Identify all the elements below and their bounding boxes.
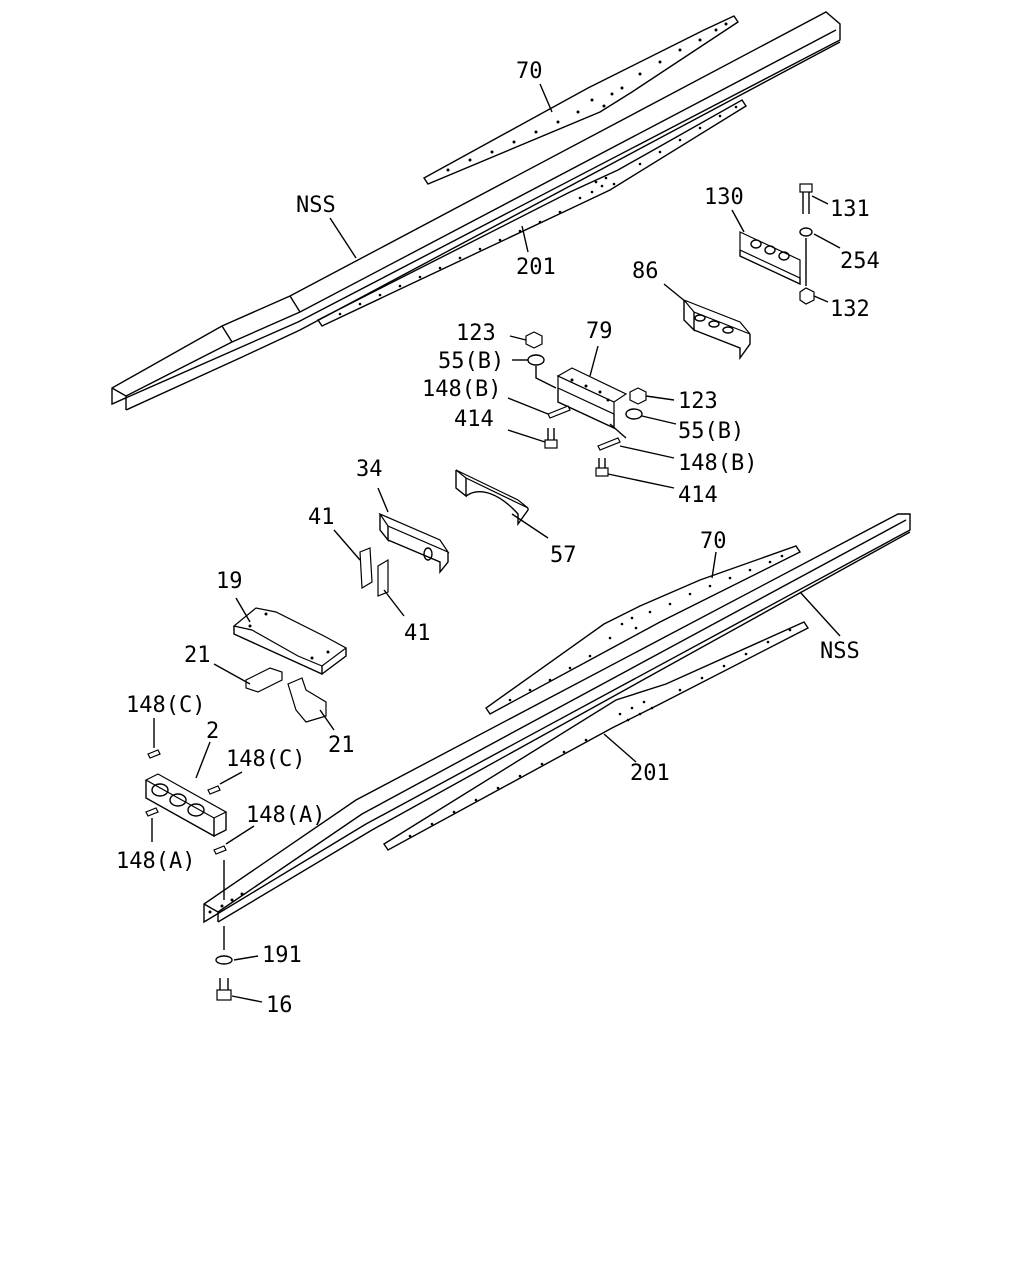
callout-21-right: 21 xyxy=(328,733,355,758)
callout-148a-left: 148(A) xyxy=(116,849,195,874)
upper-leaders xyxy=(329,83,553,259)
callout-254: 254 xyxy=(840,249,880,274)
callout-57: 57 xyxy=(550,543,577,568)
bracket-130-assembly xyxy=(731,183,841,305)
callout-132: 132 xyxy=(830,297,870,322)
upper-reinforcement-70 xyxy=(422,15,739,185)
bracket-79-assembly xyxy=(507,331,677,489)
upper-reinforcement-201 xyxy=(316,99,747,327)
callout-70-bottom: 70 xyxy=(700,529,727,554)
bracket-34 xyxy=(377,487,450,574)
fasteners-191-16 xyxy=(215,955,263,1003)
bracket-86 xyxy=(663,283,751,361)
lower-reinforcement-201 xyxy=(383,591,841,851)
spacers-41 xyxy=(333,529,405,617)
callout-16: 16 xyxy=(266,993,293,1018)
callout-86: 86 xyxy=(632,259,659,284)
bracket-57 xyxy=(455,469,549,539)
callout-nss-top: NSS xyxy=(296,193,336,218)
callout-191: 191 xyxy=(262,943,302,968)
callout-55b-right: 55(B) xyxy=(678,419,744,444)
callout-123-right: 123 xyxy=(678,389,718,414)
callout-201-top: 201 xyxy=(516,255,556,280)
callout-414-right: 414 xyxy=(678,483,718,508)
callout-79: 79 xyxy=(586,319,613,344)
callout-2: 2 xyxy=(206,719,219,744)
callout-148a-right: 148(A) xyxy=(246,803,325,828)
callout-34: 34 xyxy=(356,457,383,482)
callout-148c-right: 148(C) xyxy=(226,747,305,772)
callout-55b-left: 55(B) xyxy=(438,349,504,374)
callout-19: 19 xyxy=(216,569,243,594)
callout-148c-left: 148(C) xyxy=(126,693,205,718)
crossmember-19 xyxy=(232,597,348,676)
callout-labels: 70 NSS 201 130 131 254 132 86 123 79 55(… xyxy=(116,59,880,1018)
callout-123-left: 123 xyxy=(456,321,496,346)
lower-reinforcement-70 xyxy=(485,545,802,715)
callout-414-left: 414 xyxy=(454,407,494,432)
callout-41-bottom: 41 xyxy=(404,621,431,646)
upper-side-rail xyxy=(111,11,841,411)
crossmember-2 xyxy=(144,718,255,855)
brackets-21 xyxy=(213,663,335,731)
callout-148b-left: 148(B) xyxy=(422,377,501,402)
callout-148b-right: 148(B) xyxy=(678,451,757,476)
lower-side-rail xyxy=(203,513,911,950)
callout-131: 131 xyxy=(830,197,870,222)
callout-130: 130 xyxy=(704,185,744,210)
callout-41-top: 41 xyxy=(308,505,335,530)
callout-nss-bottom: NSS xyxy=(820,639,860,664)
callout-201-bottom: 201 xyxy=(630,761,670,786)
callout-21-left: 21 xyxy=(184,643,211,668)
callout-70-top: 70 xyxy=(516,59,543,84)
